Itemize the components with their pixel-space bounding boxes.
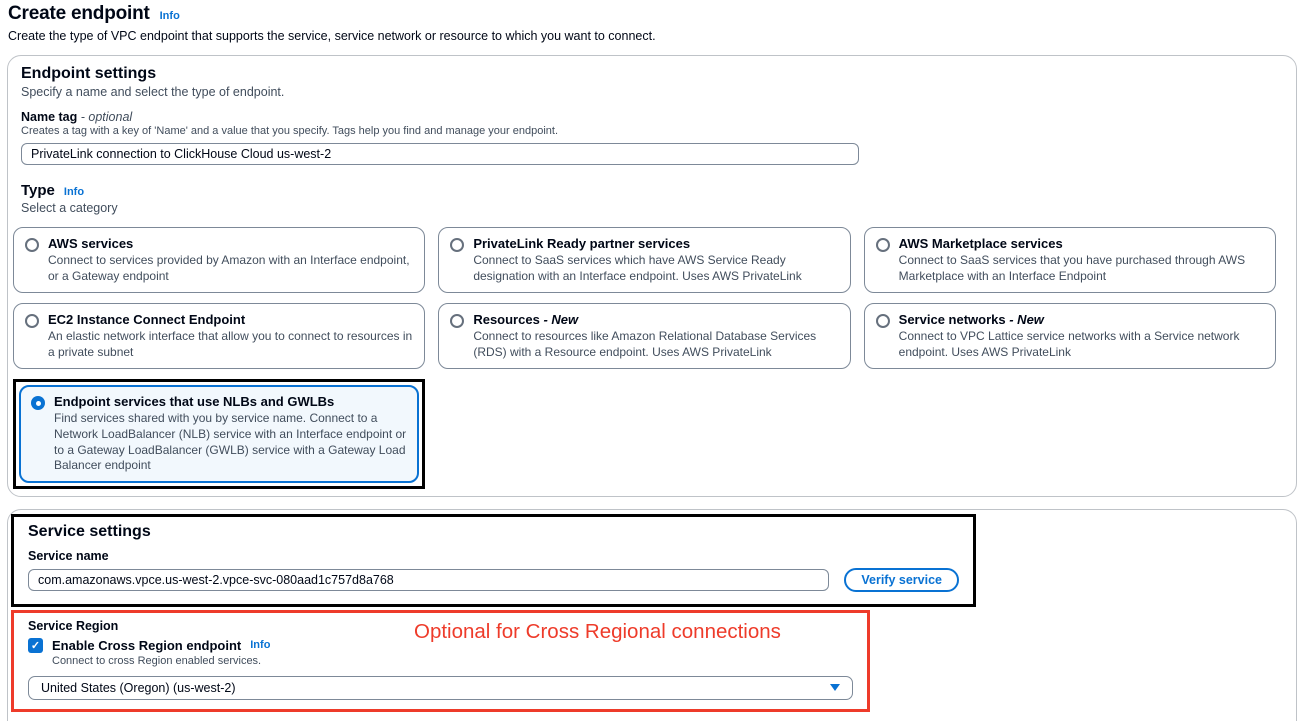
name-tag-help: Creates a tag with a key of 'Name' and a… (21, 125, 559, 137)
service-settings-title: Service settings (28, 522, 151, 540)
type-option-description: Find services shared with you by service… (54, 411, 407, 473)
service-settings-card: Service settings Service name Verify ser… (7, 508, 1297, 721)
type-option-title: PrivateLink Ready partner services (473, 236, 691, 251)
cross-region-checkbox[interactable]: ✓ (28, 637, 43, 653)
page-description: Create the type of VPC endpoint that sup… (8, 29, 656, 43)
type-option-description: Connect to resources like Amazon Relatio… (473, 329, 817, 359)
radio-button-icon[interactable] (25, 238, 39, 252)
new-badge: - New (1009, 312, 1044, 328)
cross-region-info-link[interactable]: Info (250, 639, 271, 652)
page-header: Create endpoint Info Create the type of … (7, 3, 1297, 43)
service-region-selected-value: United States (Oregon) (us-west-2) (41, 680, 236, 695)
name-tag-optional-hint: - optional (80, 110, 133, 124)
type-option-description: An elastic network interface that allow … (48, 329, 413, 359)
name-tag-input[interactable] (21, 143, 859, 165)
endpoint-settings-title: Endpoint settings (21, 65, 157, 82)
type-section-title: Type (21, 182, 55, 199)
type-option-privatelink-ready[interactable]: PrivateLink Ready partner services Conne… (438, 227, 851, 294)
new-badge: - New (543, 312, 579, 328)
type-section-description: Select a category (21, 201, 118, 215)
cross-region-help: Connect to cross Region enabled services… (52, 654, 262, 667)
cross-region-checkbox-label: Enable Cross Region endpoint (52, 637, 242, 653)
type-option-title: Resources (473, 312, 540, 328)
service-name-input[interactable] (28, 568, 830, 591)
radio-button-icon[interactable] (875, 314, 890, 329)
type-option-endpoint-services-nlb-gwlb[interactable]: Endpoint services that use NLBs and GWLB… (19, 385, 420, 483)
name-tag-label: Name tag (21, 110, 78, 124)
annotation-box-service-region: Service Region ✓ Enable Cross Region end… (11, 609, 870, 712)
name-tag-field-group: Name tag - optional Creates a tag with a… (21, 110, 1283, 165)
type-option-ec2-instance-connect[interactable]: EC2 Instance Connect Endpoint An elastic… (13, 303, 426, 370)
type-option-title: EC2 Instance Connect Endpoint (48, 312, 246, 328)
type-option-description: Connect to services provided by Amazon w… (48, 253, 410, 283)
verify-service-button[interactable]: Verify service (844, 567, 959, 592)
page-info-link[interactable]: Info (159, 10, 180, 22)
service-region-select[interactable]: United States (Oregon) (us-west-2) (28, 675, 853, 700)
type-info-link[interactable]: Info (63, 186, 85, 198)
type-option-title: AWS services (48, 236, 134, 251)
radio-button-icon[interactable] (25, 314, 39, 329)
endpoint-settings-description: Specify a name and select the type of en… (21, 85, 285, 99)
radio-button-icon[interactable] (450, 238, 465, 252)
caret-down-icon (830, 684, 840, 692)
annotation-box-selected-type: Endpoint services that use NLBs and GWLB… (13, 379, 426, 489)
radio-button-icon[interactable] (450, 314, 465, 329)
endpoint-settings-card: Endpoint settings Specify a name and sel… (7, 55, 1297, 497)
type-option-marketplace[interactable]: AWS Marketplace services Connect to SaaS… (863, 227, 1276, 294)
page-title: Create endpoint (8, 3, 150, 24)
type-option-title: Endpoint services that use NLBs and GWLB… (54, 394, 335, 410)
service-name-label: Service name (28, 548, 109, 563)
service-region-label: Service Region (28, 618, 119, 633)
type-option-service-networks[interactable]: Service networks - New Connect to VPC La… (863, 303, 1276, 370)
type-options-grid: AWS services Connect to services provide… (13, 227, 1276, 489)
type-option-resources[interactable]: Resources - New Connect to resources lik… (438, 303, 851, 370)
annotation-cross-region-note: Optional for Cross Regional connections (414, 619, 781, 643)
type-option-title: Service networks (898, 312, 1006, 328)
type-option-title: AWS Marketplace services (898, 236, 1063, 251)
type-option-description: Connect to SaaS services which have AWS … (473, 253, 802, 283)
type-option-description: Connect to VPC Lattice service networks … (898, 329, 1240, 359)
radio-button-icon[interactable] (875, 238, 890, 252)
radio-button-checked-icon[interactable] (31, 396, 45, 411)
type-option-description: Connect to SaaS services that you have p… (898, 253, 1246, 283)
annotation-box-service-settings: Service settings Service name Verify ser… (11, 513, 976, 607)
type-option-aws-services[interactable]: AWS services Connect to services provide… (13, 227, 426, 294)
